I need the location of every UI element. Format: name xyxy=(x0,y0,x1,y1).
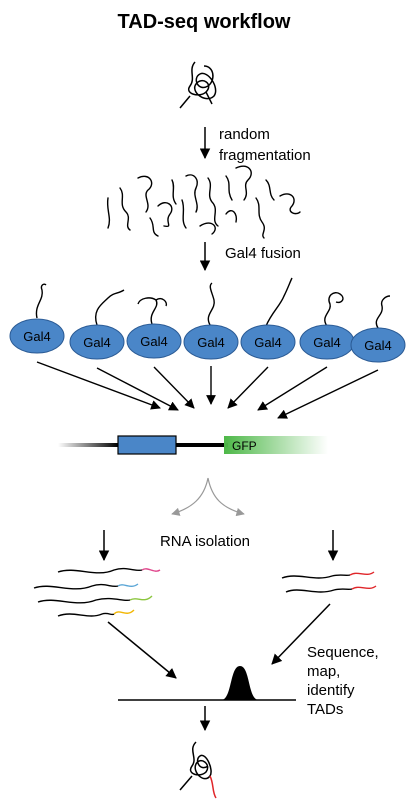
coverage-peak xyxy=(118,666,296,701)
label-fragmentation-1: random xyxy=(219,126,270,143)
gfp-box xyxy=(224,436,328,454)
gal4-fusion-4: Gal4 xyxy=(183,282,239,360)
gal4-label-4: Gal4 xyxy=(197,335,224,350)
genome-bottom-icon xyxy=(179,741,217,799)
gal4-label-5: Gal4 xyxy=(254,335,281,350)
label-sequence-1: Sequence, xyxy=(307,644,379,661)
label-rna-isolation: RNA isolation xyxy=(160,533,250,550)
split-arrows xyxy=(171,477,245,517)
gal4-fusions: Gal4 Gal4 Gal4 Gal4 Gal4 Gal4 xyxy=(9,277,406,363)
gfp-label: GFP xyxy=(232,439,257,453)
gal4-fusion-7: Gal4 xyxy=(350,295,406,363)
gal4-fusion-1: Gal4 xyxy=(9,283,65,354)
gal4-fusion-5: Gal4 xyxy=(240,277,296,360)
gal4-label-7: Gal4 xyxy=(364,338,391,353)
rna-reads-right xyxy=(281,571,377,593)
label-sequence-2: map, xyxy=(307,663,340,680)
genome-top-icon xyxy=(179,61,217,109)
label-sequence-4: TADs xyxy=(307,701,343,718)
gal4-fusion-2: Gal4 xyxy=(69,289,125,360)
arrow-to-peak-right xyxy=(271,603,331,665)
diagram-title: TAD-seq workflow xyxy=(118,11,291,33)
gal4-label-1: Gal4 xyxy=(23,329,50,344)
gal4-label-2: Gal4 xyxy=(83,335,110,350)
arrow-to-peak-left xyxy=(107,621,177,679)
dna-fragments xyxy=(106,165,301,239)
rna-reads-left xyxy=(33,567,161,617)
reporter-construct: GFP xyxy=(58,435,328,455)
binding-arrows xyxy=(36,361,379,419)
gal4-fusion-6: Gal4 xyxy=(299,292,355,360)
label-sequence-3: identify xyxy=(307,682,355,699)
label-gal4-fusion: Gal4 fusion xyxy=(225,245,301,262)
gal4-label-6: Gal4 xyxy=(313,335,340,350)
uas-box xyxy=(117,435,177,455)
gal4-fusion-3: Gal4 xyxy=(126,297,182,359)
gal4-label-3: Gal4 xyxy=(140,334,167,349)
label-fragmentation-2: fragmentation xyxy=(219,147,311,164)
